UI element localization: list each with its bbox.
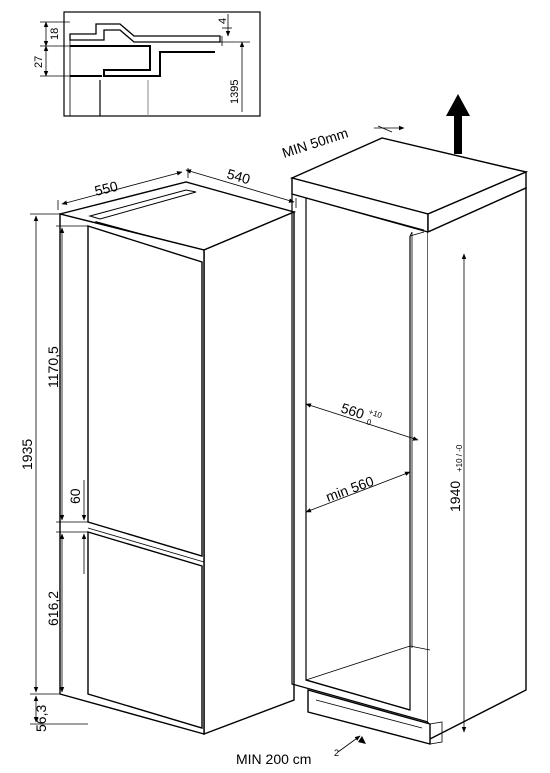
width-tol-zero: 0 bbox=[365, 417, 373, 427]
top-clearance-label: MIN 50mm bbox=[280, 124, 350, 160]
fridge-drawing: 550 540 1935 1170,5 60 616,2 56,3 bbox=[19, 166, 297, 736]
height-main-label: 1940 bbox=[447, 481, 463, 512]
height-label: 1935 bbox=[19, 439, 35, 470]
ventilation-label: MIN 200 cm bbox=[236, 751, 311, 767]
dim-27-label: 27 bbox=[33, 56, 45, 68]
width-tol-plus: +10 bbox=[367, 407, 383, 420]
gap-label: 60 bbox=[67, 488, 83, 504]
dim-18-label: 18 bbox=[49, 28, 61, 40]
dim-1395-label: 1395 bbox=[229, 80, 241, 104]
width-main-label: 560 bbox=[339, 400, 366, 423]
niche-drawing: MIN 50mm 560 +10 0 min 560 1940 +10 / -0… bbox=[236, 94, 529, 767]
width-min-label: min 560 bbox=[324, 473, 376, 505]
base-label: 56,3 bbox=[33, 705, 49, 732]
upper-door-label: 1170,5 bbox=[45, 346, 61, 388]
height-tol-label: +10 / -0 bbox=[455, 444, 464, 472]
hinge-detail: 18 27 4 1395 bbox=[33, 11, 261, 117]
lower-door-label: 616,2 bbox=[45, 591, 61, 626]
ventilation-sup: 2 bbox=[334, 748, 339, 758]
width-label: 550 bbox=[93, 178, 120, 199]
dim-4-label: 4 bbox=[217, 18, 229, 24]
depth-label: 540 bbox=[225, 166, 252, 188]
